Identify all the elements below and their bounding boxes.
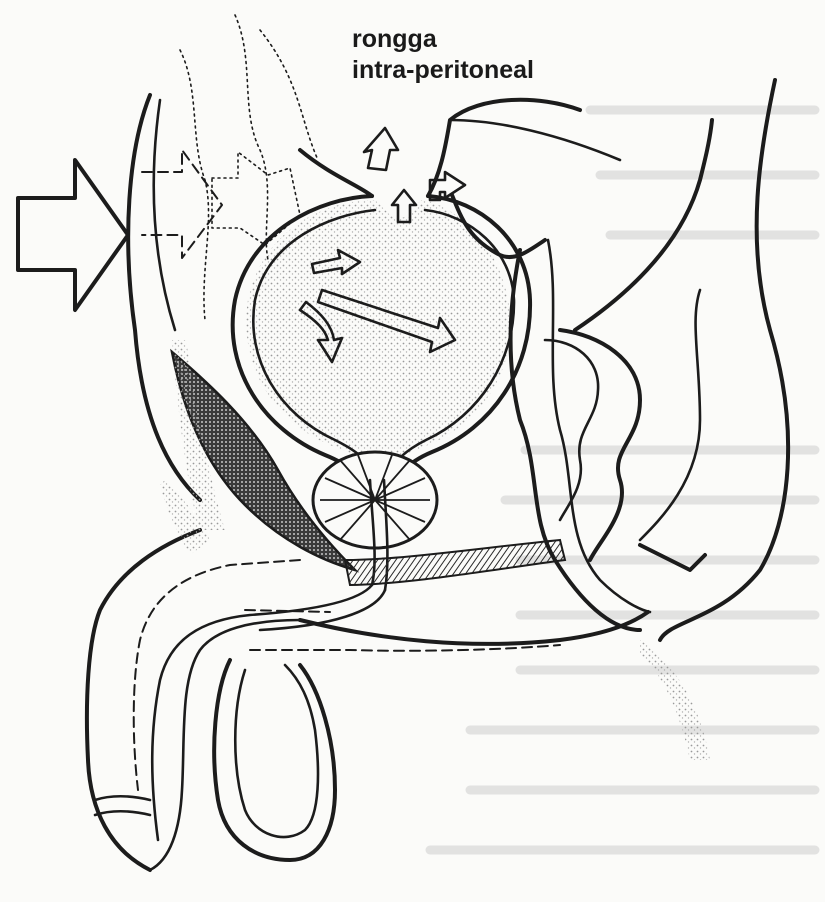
deformation-arrow-dotted xyxy=(212,152,300,245)
label-intra-peritoneal: intra-peritoneal xyxy=(352,55,534,85)
label-rongga: rongga xyxy=(352,24,437,54)
external-force-arrow xyxy=(18,160,128,310)
penis-lower-contour xyxy=(150,620,300,870)
pubic-bone-line xyxy=(154,100,175,330)
dotted-peritoneum-upper xyxy=(180,50,209,320)
leak-arrow-left xyxy=(364,128,398,170)
corpus-cavernosum-dashed xyxy=(134,560,300,790)
perineum-dashed xyxy=(250,645,560,651)
prostate xyxy=(313,452,437,548)
glans-line-2 xyxy=(95,811,150,815)
peritoneum-top-right xyxy=(450,120,620,160)
glans-line xyxy=(95,796,150,800)
testis xyxy=(235,665,318,837)
dotted-peritoneum-upper-3 xyxy=(260,30,318,160)
bladder-dome-right-edge xyxy=(428,100,580,196)
buttock-shading xyxy=(640,640,710,760)
dotted-peritoneum-upper-2 xyxy=(235,15,268,260)
bladder-dome-left-edge xyxy=(300,150,372,196)
rectum-posterior-bulge xyxy=(560,330,640,560)
